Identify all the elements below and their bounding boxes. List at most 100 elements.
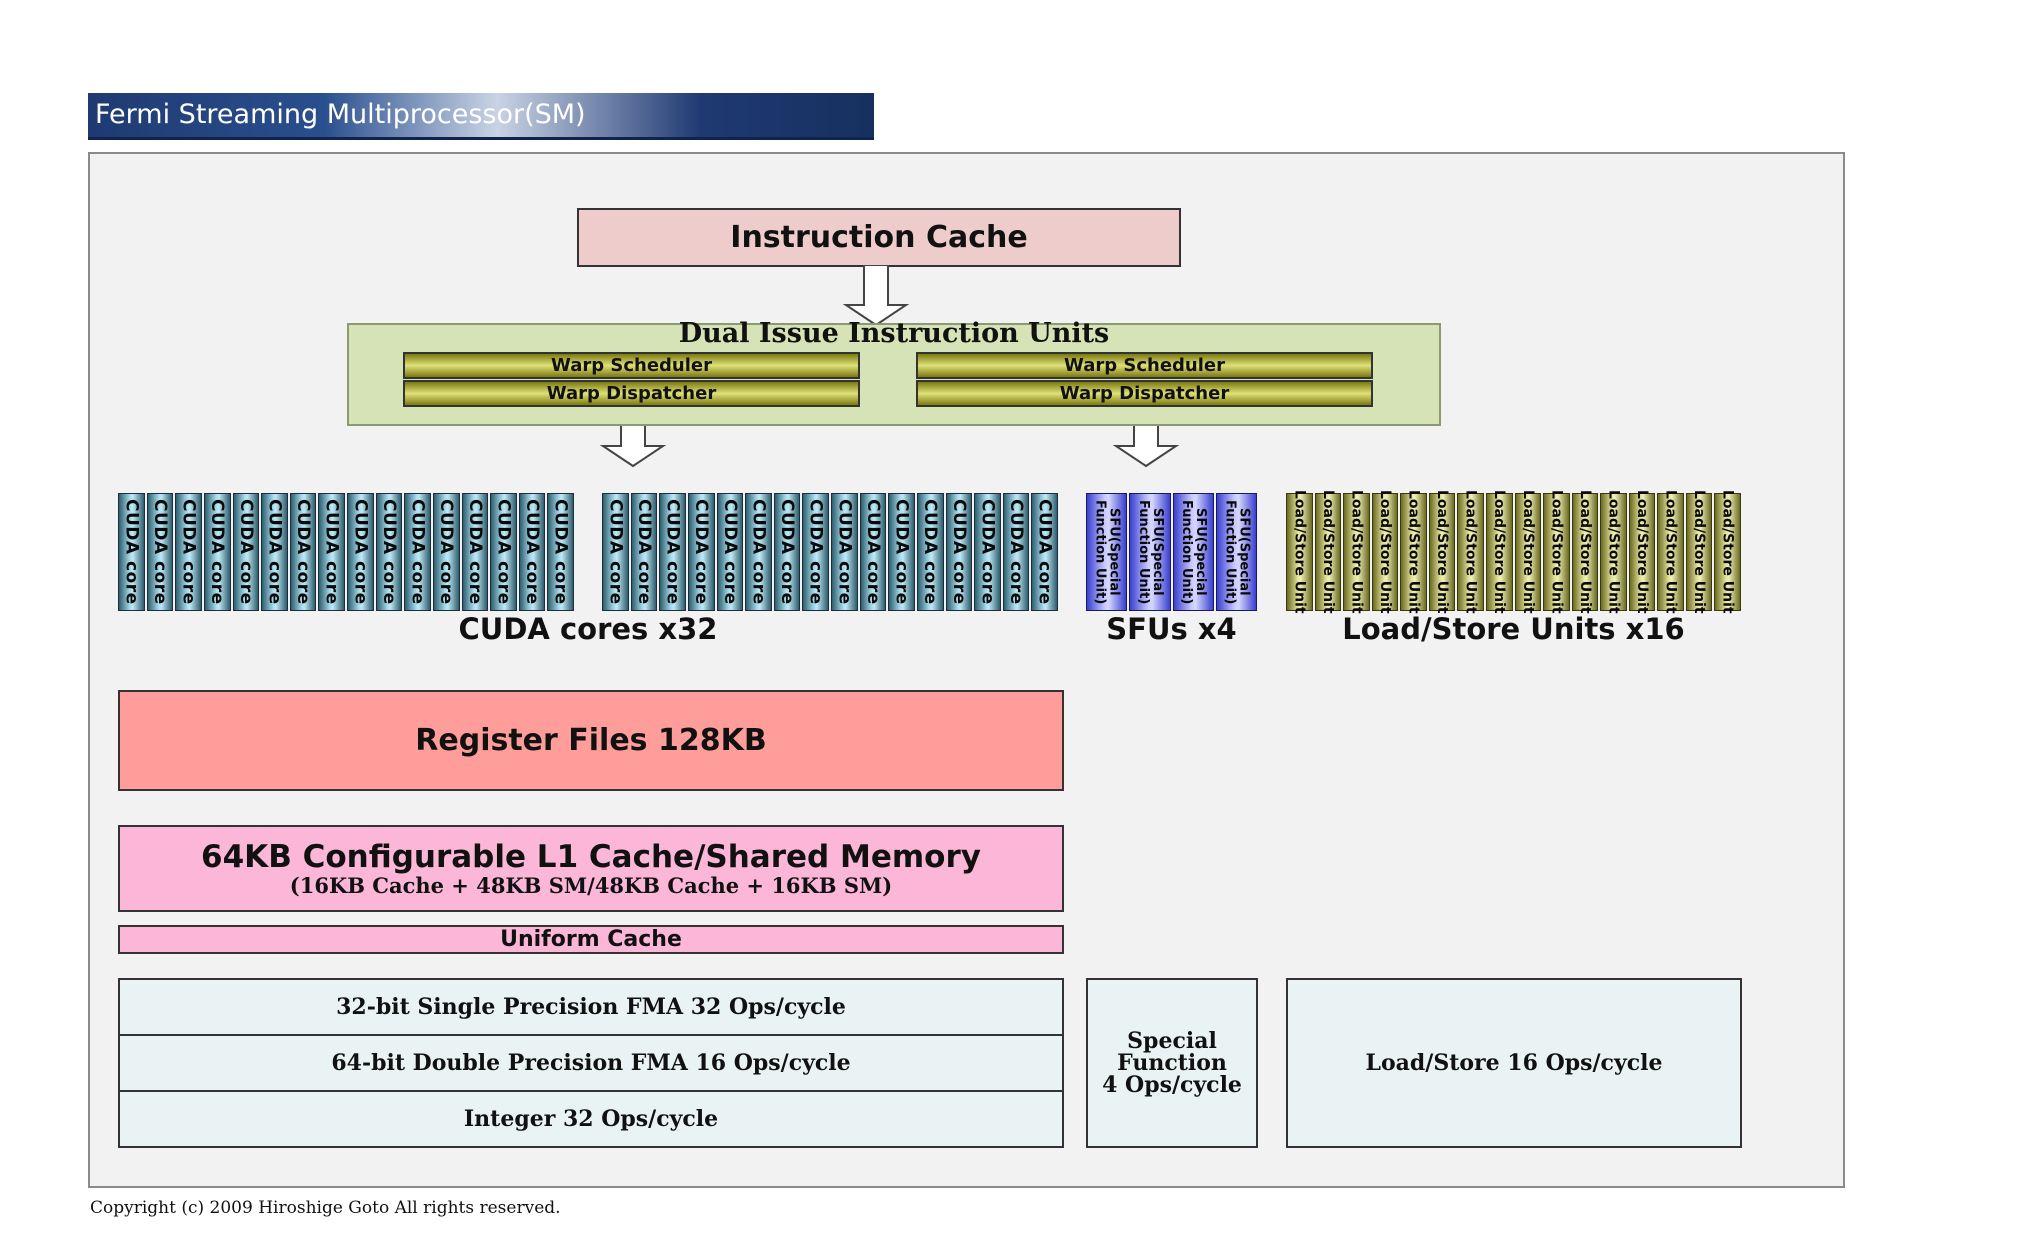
sfu-unit-label: SFU(Special Function Unit) [1092,499,1122,605]
cuda-core-label: CUDA core [805,499,826,605]
cuda-core-label: CUDA core [920,499,941,605]
l1-cache-subtitle: (16KB Cache + 48KB SM/48KB Cache + 16KB … [289,872,893,898]
sfu-unit-label: SFU(Special Function Unit) [1179,499,1209,605]
load-store-unit-label: Load/Store Unit [1519,490,1536,614]
cuda-core: CUDA core [974,493,1001,611]
single-precision-throughput: 32-bit Single Precision FMA 32 Ops/cycle [118,978,1064,1036]
cuda-core-label: CUDA core [378,499,399,605]
cuda-core: CUDA core [1002,493,1030,611]
cuda-core: CUDA core [118,493,145,611]
load-store-unit: Load/Store Unit [1571,490,1599,614]
cuda-core-label: CUDA core [464,499,485,605]
load-store-unit-label: Load/Store Unit [1576,490,1593,614]
cuda-core: CUDA core [945,493,973,611]
cuda-core: CUDA core [802,493,829,611]
cuda-core: CUDA core [687,493,715,611]
sfu-unit-label: SFU(Special Function Unit) [1222,499,1252,605]
cuda-core: CUDA core [203,493,231,611]
cuda-cores-caption: CUDA cores x32 [458,612,718,646]
load-store-unit: Load/Store Unit [1714,490,1741,614]
cuda-core: CUDA core [916,493,944,611]
load-store-unit: Load/Store Unit [1600,490,1627,614]
cuda-core-label: CUDA core [1006,499,1027,605]
cuda-core-label: CUDA core [264,499,285,605]
uniform-cache: Uniform Cache [118,925,1064,954]
load-store-unit: Load/Store Unit [1628,490,1656,614]
cuda-core: CUDA core [547,493,574,611]
load-store-unit: Load/Store Unit [1514,490,1542,614]
cuda-core-label: CUDA core [662,499,683,605]
sfu-unit: SFU(Special Function Unit) [1129,493,1171,611]
cuda-core-label: CUDA core [493,499,514,605]
special-function-throughput: Special Function 4 Ops/cycle [1086,978,1258,1148]
cuda-core-label: CUDA core [350,499,371,605]
cuda-core: CUDA core [375,493,403,611]
load-store-unit: Load/Store Unit [1286,490,1313,614]
cuda-core-label: CUDA core [235,499,256,605]
load-store-unit-label: Load/Store Unit [1691,490,1708,614]
cuda-core-label: CUDA core [436,499,457,605]
cuda-core: CUDA core [347,493,374,611]
register-files: Register Files 128KB [118,690,1064,791]
load-store-unit: Load/Store Unit [1428,490,1456,614]
cuda-core: CUDA core [659,493,686,611]
cuda-core-label: CUDA core [862,499,883,605]
cuda-core: CUDA core [175,493,202,611]
load-store-unit-label: Load/Store Unit [1491,490,1508,614]
load-store-unit-label: Load/Store Unit [1719,490,1736,614]
cuda-core: CUDA core [404,493,431,611]
cuda-core-label: CUDA core [891,499,912,605]
integer-throughput: Integer 32 Ops/cycle [118,1090,1064,1148]
cuda-core-label: CUDA core [691,499,712,605]
load-store-unit-label: Load/Store Unit [1605,490,1622,614]
load-store-group: Load/Store Unit Load/Store Unit Load/Store… [1286,490,1741,614]
sfu-group: SFU(Special Function Unit) SFU(Special Fu… [1086,493,1257,611]
warp-scheduler-right: Warp Scheduler [916,352,1373,379]
instruction-cache: Instruction Cache [577,208,1181,267]
load-store-unit-label: Load/Store Unit [1348,490,1365,614]
cuda-core-label: CUDA core [748,499,769,605]
load-store-unit: Load/Store Unit [1685,490,1713,614]
sfus-caption: SFUs x4 [1106,612,1237,646]
load-store-unit-label: Load/Store Unit [1634,490,1651,614]
load-store-caption: Load/Store Units x16 [1342,612,1685,646]
load-store-unit: Load/Store Unit [1657,490,1684,614]
cuda-core-label: CUDA core [407,499,428,605]
l1-cache-shared-memory: 64KB Configurable L1 Cache/Shared Memory… [118,825,1064,912]
cuda-core-label: CUDA core [977,499,998,605]
cuda-core: CUDA core [630,493,658,611]
cuda-core-label: CUDA core [321,499,342,605]
cuda-core: CUDA core [289,493,317,611]
cuda-core-label: CUDA core [948,499,969,605]
cuda-core: CUDA core [831,493,858,611]
warp-dispatcher-right: Warp Dispatcher [916,380,1373,407]
load-store-unit-label: Load/Store Unit [1548,490,1565,614]
sfu-unit-label: SFU(Special Function Unit) [1135,499,1165,605]
cuda-core-label: CUDA core [149,499,170,605]
cuda-core: CUDA core [518,493,546,611]
cuda-core: CUDA core [432,493,460,611]
cuda-core: CUDA core [773,493,801,611]
load-store-unit-label: Load/Store Unit [1291,490,1308,614]
load-store-unit-label: Load/Store Unit [1405,490,1422,614]
cuda-core-label: CUDA core [293,499,314,605]
cuda-core-label: CUDA core [605,499,626,605]
load-store-unit-label: Load/Store Unit [1462,490,1479,614]
load-store-unit: Load/Store Unit [1543,490,1570,614]
load-store-unit: Load/Store Unit [1314,490,1342,614]
copyright-notice: Copyright (c) 2009 Hiroshige Goto All ri… [90,1198,561,1218]
load-store-throughput: Load/Store 16 Ops/cycle [1286,978,1742,1148]
warp-dispatcher-left: Warp Dispatcher [403,380,860,407]
load-store-unit-label: Load/Store Unit [1662,490,1679,614]
dual-issue-title: Dual Issue Instruction Units [678,318,1110,349]
sfu-unit: SFU(Special Function Unit) [1086,493,1128,611]
load-store-unit-label: Load/Store Unit [1319,490,1336,614]
cuda-core: CUDA core [745,493,772,611]
cuda-core: CUDA core [490,493,517,611]
cuda-core-label: CUDA core [633,499,654,605]
arrow-down-icon [842,265,910,327]
sfu-unit: SFU(Special Function Unit) [1215,493,1257,611]
cuda-core: CUDA core [146,493,174,611]
